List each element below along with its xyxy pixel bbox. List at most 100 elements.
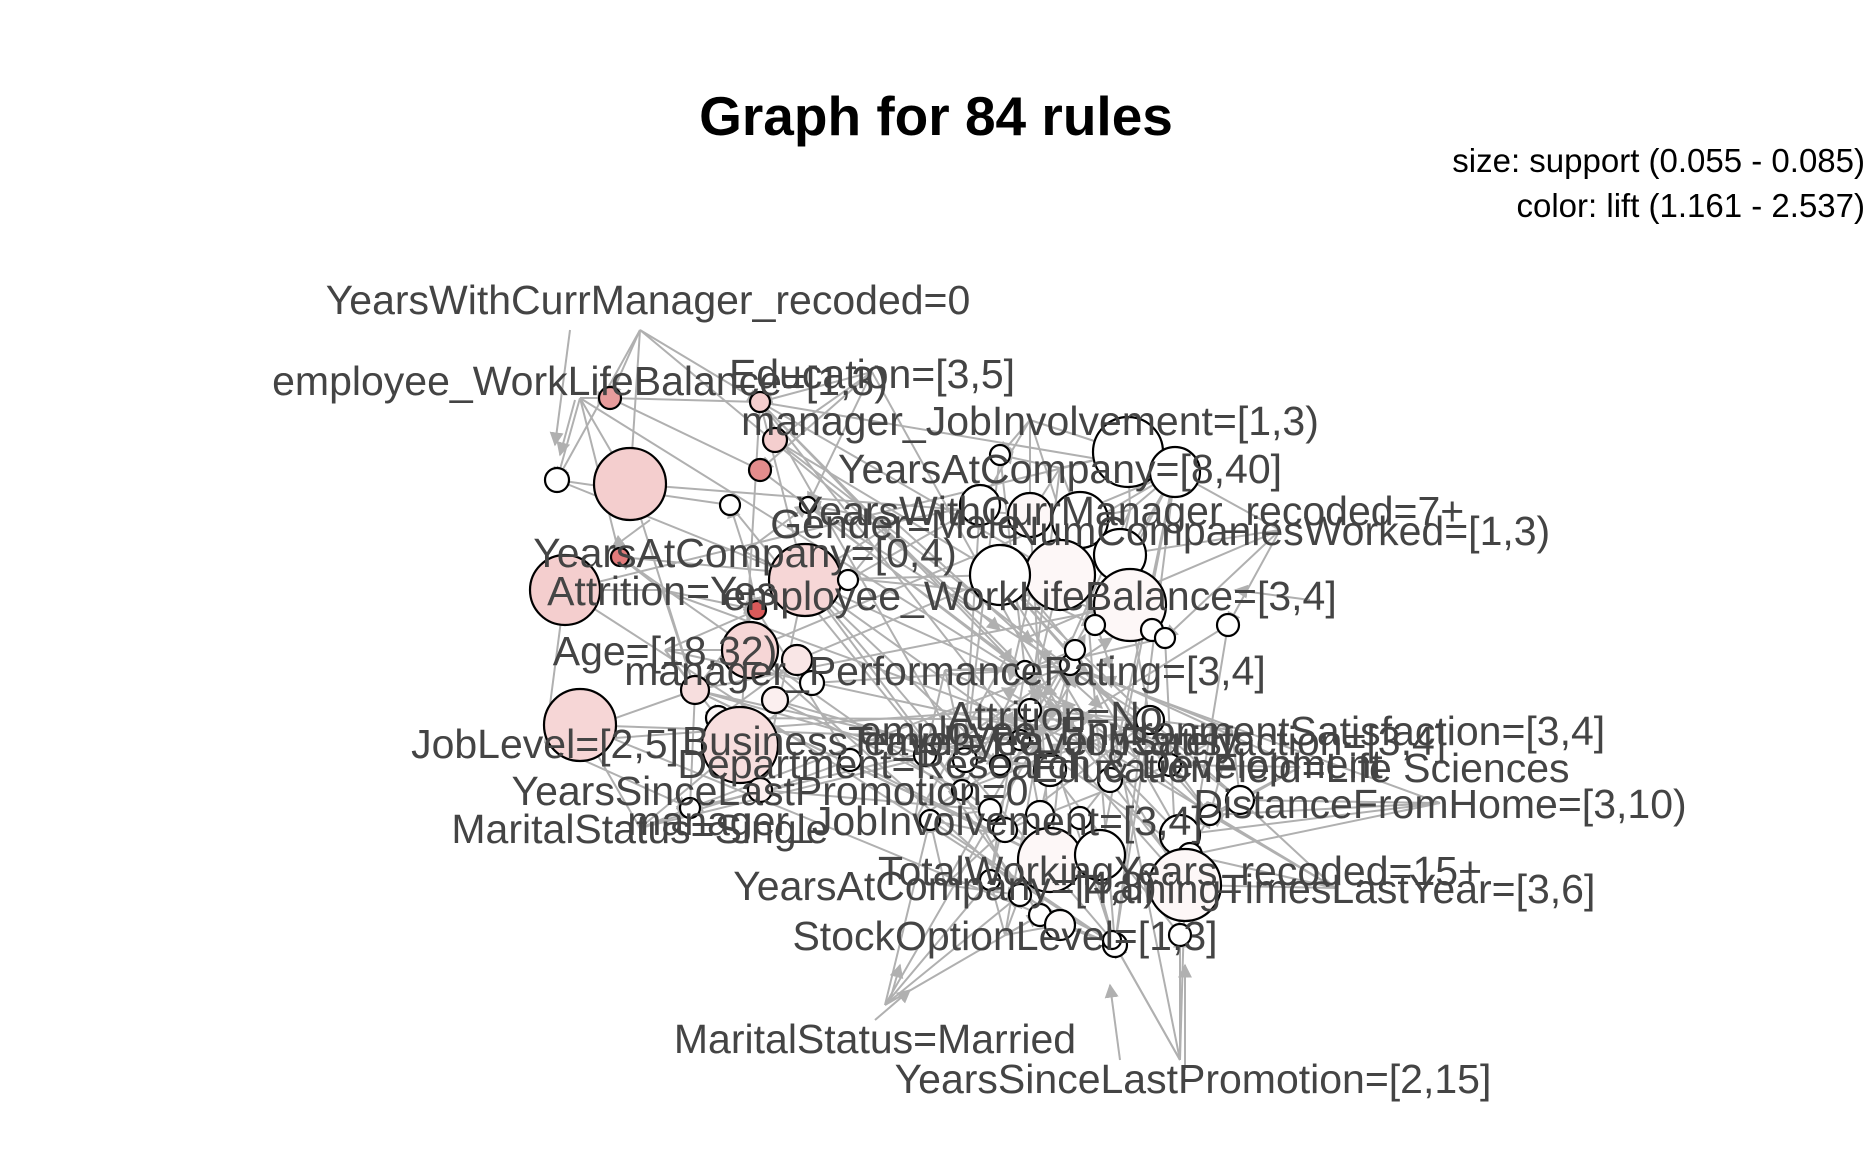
legend-color-text: color: lift (1.161 - 2.537): [1517, 187, 1866, 224]
rule-node: [951, 746, 979, 774]
item-label: Department=Research & Development: [677, 741, 1383, 787]
item-label: Attrition=No: [947, 693, 1162, 739]
rule-edge: [1114, 719, 1151, 946]
item-label: StockOptionLevel=[1,3]: [792, 913, 1217, 959]
rule-node: [747, 457, 773, 483]
rule-edge: [1238, 799, 1336, 889]
rule-edge: [544, 698, 1077, 744]
rule-edge: [1227, 529, 1281, 627]
rule-node: [678, 796, 702, 820]
rule-edge: [661, 589, 1095, 750]
rule-edge: [773, 371, 873, 441]
rule-edge: [749, 471, 1176, 651]
rule-node: [679, 674, 711, 706]
item-label: YearsAtCompany=[8,40]: [838, 446, 1282, 492]
rule-edge: [1029, 709, 1151, 721]
item-label: employee_JobSatisfaction=[3,4]: [864, 718, 1446, 764]
rule-edge: [889, 963, 904, 1001]
rule-edge: [759, 401, 1181, 836]
rule-edge: [874, 989, 912, 1021]
rule-edge: [1029, 709, 1186, 886]
rule-node: [1014, 659, 1036, 681]
item-label: MaritalStatus=Single: [451, 806, 828, 852]
rule-node: [748, 390, 772, 414]
item-label: TotalWorkingYears_recoded=15+: [878, 848, 1482, 894]
rule-node: [798, 495, 818, 515]
rule-edge: [884, 894, 1022, 1006]
rule-node: [798, 669, 826, 697]
rule-edge: [1163, 529, 1281, 639]
rule-edge: [961, 504, 981, 791]
rule-edge: [1104, 983, 1121, 1061]
item-label: DistanceFromHome=[3,10): [1193, 781, 1686, 827]
rule-node-layer: [528, 385, 1256, 959]
rule-edge: [694, 689, 1051, 771]
rule-edge: [1149, 719, 1241, 801]
rule-edge: [609, 397, 761, 471]
rule-node: [958, 483, 1002, 527]
item-label: employee_EnvironmentSatisfaction=[3,4]: [859, 708, 1605, 754]
rule-node: [1157, 752, 1183, 778]
item-label: JobLevel=[2,5]: [411, 721, 679, 767]
item-label: Education=[3,5]: [729, 351, 1015, 397]
rule-edge: [769, 726, 1022, 791]
rule-edge: [758, 371, 873, 471]
rule-node: [1215, 612, 1241, 638]
rule-node: [592, 446, 668, 522]
rule-edge: [579, 724, 1021, 741]
graph-title: Graph for 84 rules: [699, 85, 1173, 147]
item-label: manager_PerformanceRating=[3,4]: [624, 648, 1266, 694]
rule-node: [1083, 613, 1107, 637]
rule-node: [1032, 752, 1068, 788]
item-label: YearsWithCurrManager_recoded=0: [326, 277, 971, 323]
rule-edge: [1111, 938, 1181, 1061]
rule-edge: [774, 439, 1001, 576]
rule-node: [609, 546, 631, 568]
rule-node: [978, 868, 1002, 892]
rule-node: [1073, 828, 1127, 882]
rule-node: [1043, 908, 1077, 942]
rule-node: [543, 466, 571, 494]
rule-node: [1198, 803, 1222, 827]
rule-node: [528, 553, 602, 627]
rule-node: [968, 543, 1032, 607]
item-label: Gender=Male: [770, 501, 1020, 547]
legend-size-text: size: support (0.055 - 0.085): [1452, 142, 1865, 179]
rule-edge: [804, 579, 1191, 856]
item-label: BusinessTravel=Travel_Rarely: [682, 718, 1239, 764]
rule-edge: [1188, 802, 1441, 860]
rule-edge: [694, 604, 1131, 691]
rule-edge: [929, 819, 1116, 946]
rule-node: [1063, 638, 1087, 662]
rule-edge: [1000, 687, 1336, 889]
rule-edge: [811, 669, 1026, 684]
rule-edge: [639, 329, 762, 403]
rule-edge: [807, 371, 873, 507]
item-label-layer: YearsWithCurrManager_recoded=0 employee_…: [272, 277, 1687, 1102]
rule-edge: [1189, 624, 1229, 856]
rule-edge: [1154, 739, 1211, 817]
rule-node: [761, 426, 789, 454]
rule-node: [1224, 784, 1256, 816]
rule-node: [950, 778, 974, 802]
rule-node: [977, 797, 1003, 823]
item-label: EducationField=Life Sciences: [1030, 745, 1569, 791]
rule-edge: [804, 579, 1001, 766]
rule-edge: [921, 669, 946, 757]
rule-edge: [1238, 793, 1441, 808]
rule-node: [1067, 805, 1093, 831]
rule-edge: [609, 397, 761, 403]
rule-edge: [608, 329, 641, 400]
rule-node: [1096, 766, 1124, 794]
rule-node: [597, 385, 623, 411]
rule-edge: [553, 397, 581, 482]
rule-node: [718, 493, 742, 517]
rule-node: [1147, 847, 1223, 923]
item-label: MaritalStatus=Married: [674, 1016, 1076, 1062]
rule-edge: [944, 829, 1007, 886]
item-label: employee_WorkLifeBalance=[3,4]: [723, 573, 1336, 619]
rule-edge: [1233, 584, 1311, 601]
rule-edge: [1055, 660, 1441, 804]
rule-edge: [1178, 802, 1441, 841]
